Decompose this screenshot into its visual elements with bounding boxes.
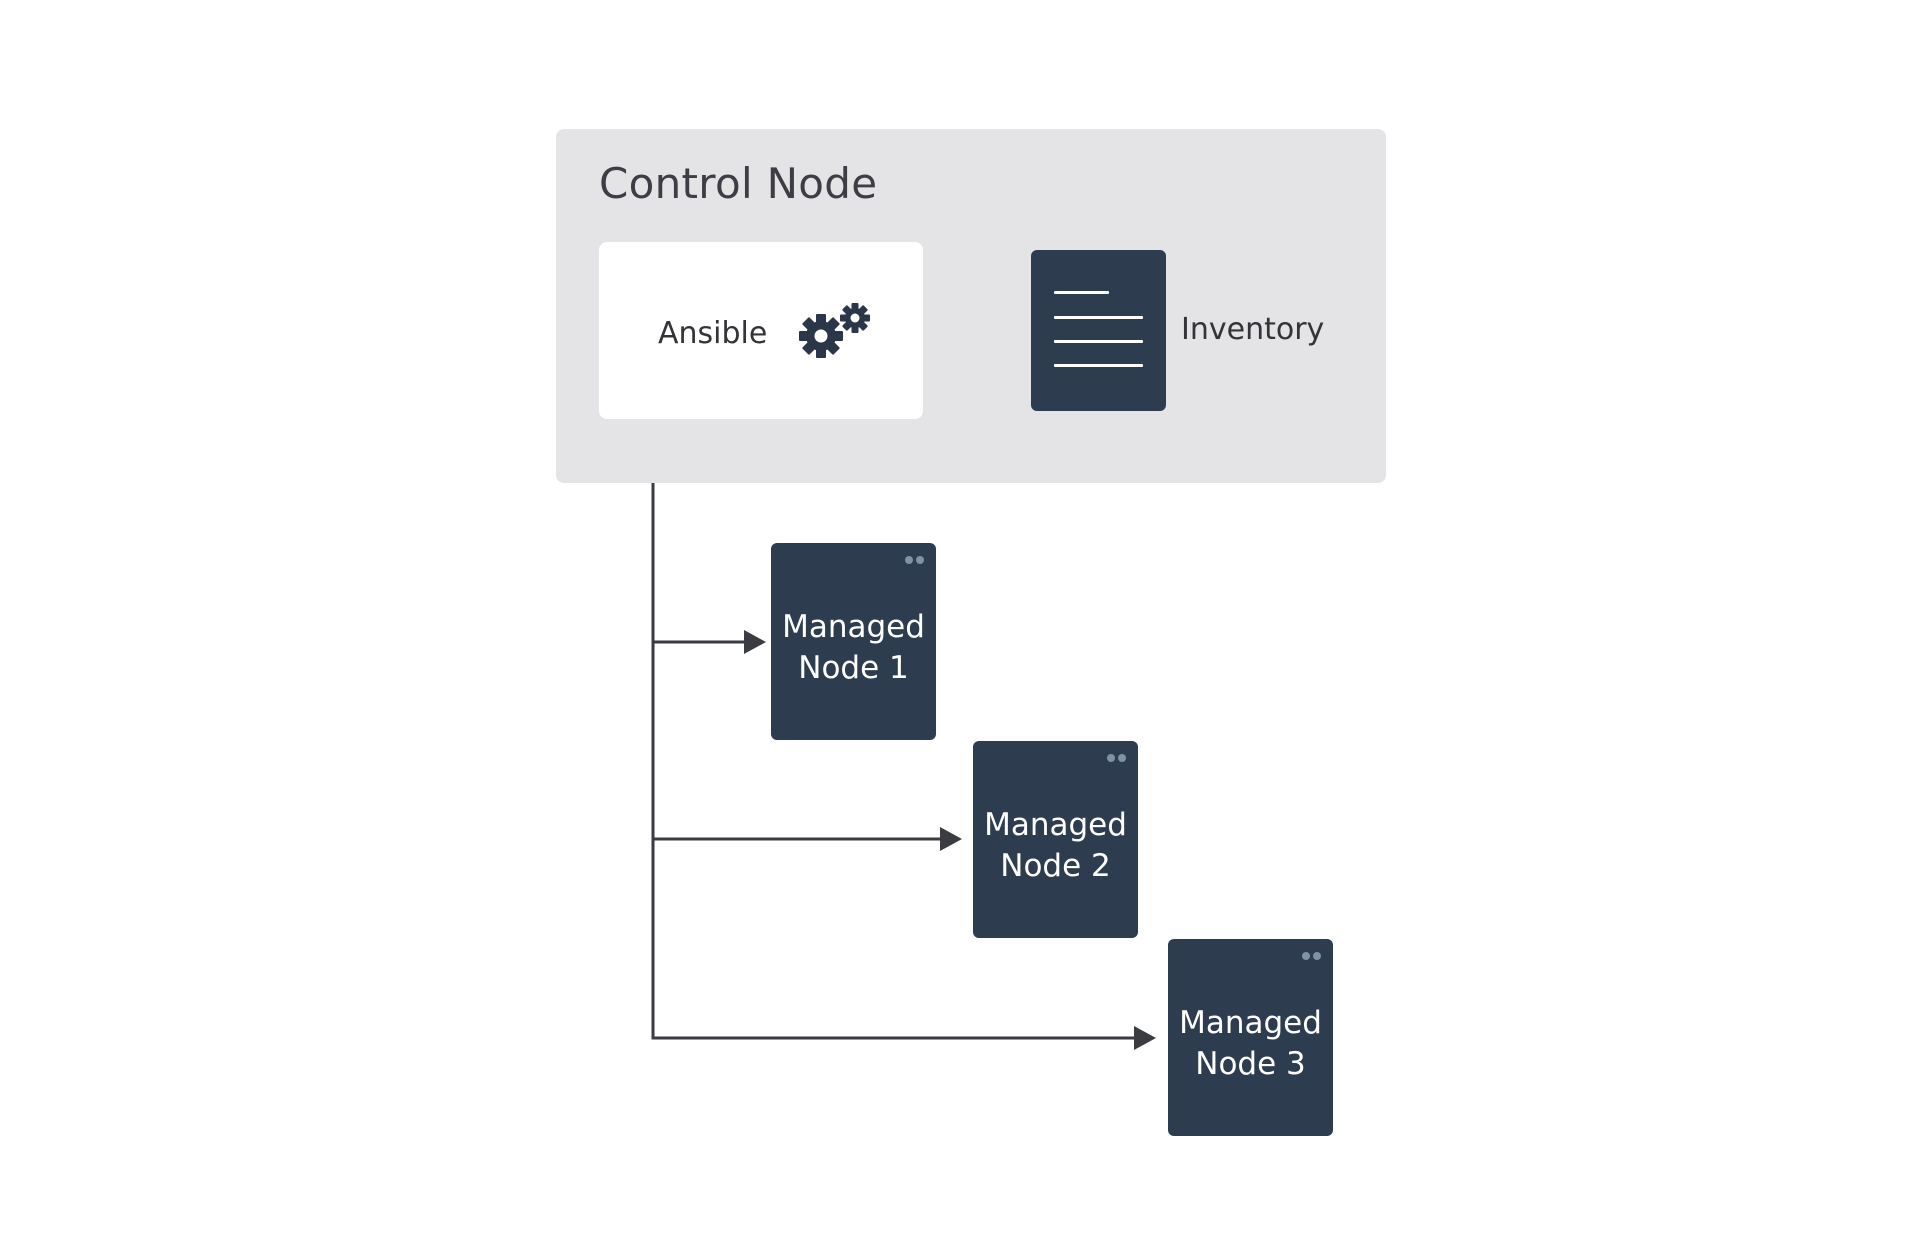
managed-node-label: Managed Node 3 <box>1179 1005 1322 1082</box>
document-line <box>1054 364 1143 367</box>
document-line <box>1054 340 1143 343</box>
document-line <box>1054 316 1143 319</box>
ansible-label: Ansible <box>658 316 768 351</box>
server-dots-icon <box>905 556 924 564</box>
inventory-label: Inventory <box>1181 312 1325 347</box>
managed-node-1: Managed Node 1 <box>771 543 936 740</box>
managed-node-3: Managed Node 3 <box>1168 939 1333 1136</box>
control-node-panel: Control Node Ansible <box>556 129 1386 483</box>
document-line <box>1054 291 1109 294</box>
arrowhead-2 <box>940 827 962 851</box>
managed-node-label: Managed Node 1 <box>782 609 925 686</box>
arrowhead-3 <box>1134 1026 1156 1050</box>
document-icon <box>1031 250 1166 411</box>
arrowhead-1 <box>744 630 766 654</box>
server-dots-icon <box>1302 952 1321 960</box>
managed-node-label: Managed Node 2 <box>984 807 1127 884</box>
server-dots-icon <box>1107 754 1126 762</box>
ansible-box: Ansible <box>599 242 923 419</box>
control-node-title: Control Node <box>599 159 878 208</box>
gears-icon <box>799 303 870 358</box>
managed-node-2: Managed Node 2 <box>973 741 1138 938</box>
